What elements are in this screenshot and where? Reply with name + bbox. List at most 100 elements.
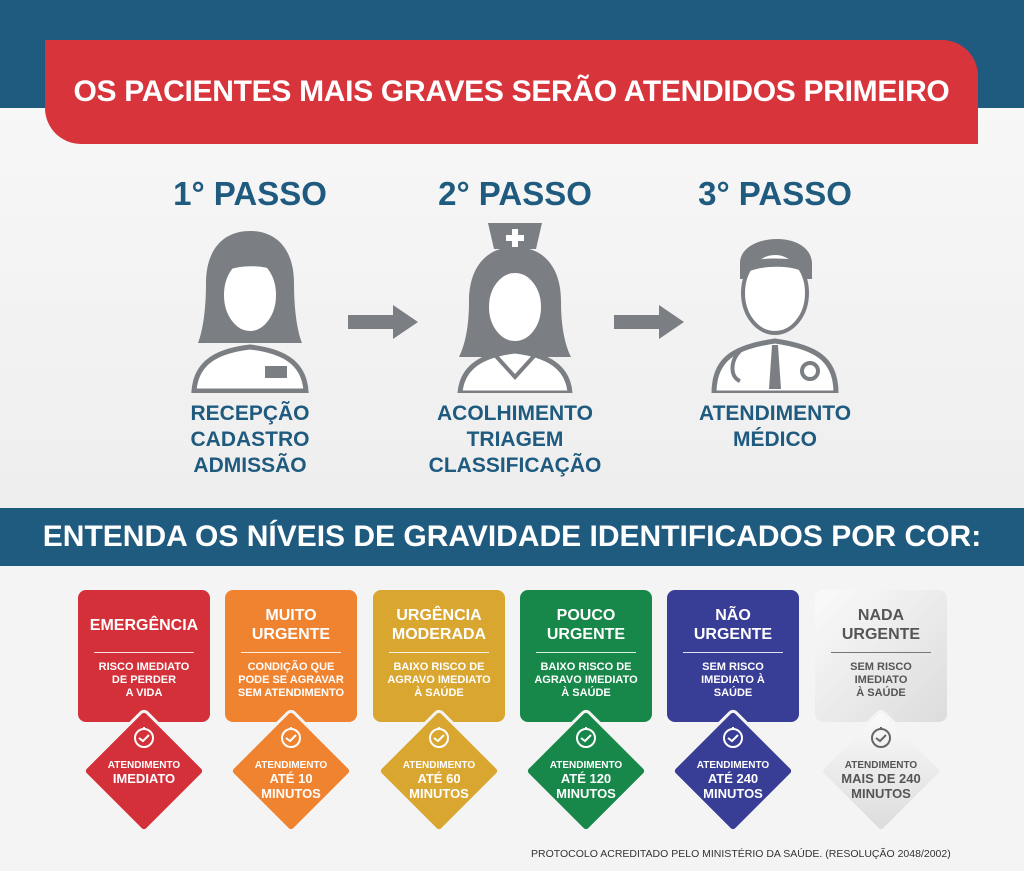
- text-line: URGENTE: [251, 626, 331, 643]
- text-line: SEM ATENDIMENTO: [237, 687, 345, 699]
- clock-icon: [871, 727, 891, 748]
- text-line: MINUTOS: [556, 786, 616, 801]
- text-line: ATÉ 60: [417, 771, 461, 786]
- text-line: EMERGÊNCIA: [89, 616, 199, 634]
- level-name: POUCO URGENTE: [520, 606, 652, 644]
- text-line: ATÉ 120: [560, 771, 612, 786]
- receptionist-icon: [191, 231, 309, 393]
- level-name: EMERGÊNCIA: [78, 606, 210, 644]
- text-line: URGENTE: [546, 626, 626, 643]
- text-line: MAIS DE 240: [841, 771, 921, 786]
- text-line: AGRAVO IMEDIATO: [387, 674, 491, 686]
- divider: [389, 652, 489, 653]
- text-line: MUITO: [265, 607, 317, 624]
- step-3: 3° PASSO ATENDIMENTO MÉDICO: [645, 175, 905, 453]
- step-line: ATENDIMENTO: [698, 402, 852, 425]
- text-line: SEM RISCO: [850, 661, 912, 673]
- text-line: MINUTOS: [851, 786, 911, 801]
- text-line: IMEDIATO À: [701, 674, 765, 686]
- text-line: ATÉ 10: [269, 771, 313, 786]
- main-title-banner: OS PACIENTES MAIS GRAVES SERÃO ATENDIDOS…: [45, 40, 978, 144]
- text-line: ATÉ 240: [707, 771, 759, 786]
- text-line: IMEDIATO: [854, 674, 908, 686]
- text-line: MODERADA: [391, 626, 487, 643]
- step-title: 1° PASSO: [173, 175, 327, 212]
- levels-title: ENTENDA OS NÍVEIS DE GRAVIDADE IDENTIFIC…: [42, 520, 982, 553]
- clock-icon: [281, 727, 301, 748]
- text-line: À SAÚDE: [414, 687, 464, 699]
- arrow-right-icon: [614, 305, 684, 339]
- step-line: ACOLHIMENTO: [437, 402, 593, 425]
- divider: [241, 652, 341, 653]
- text-line: NADA: [857, 607, 905, 624]
- text-line: SEM RISCO: [702, 661, 764, 673]
- wait-label: ATENDIMENTO: [254, 760, 328, 771]
- step-title: 2° PASSO: [438, 175, 592, 212]
- step-title: 3° PASSO: [698, 175, 852, 212]
- wait-label: ATENDIMENTO: [402, 760, 476, 771]
- text-line: DE PERDER: [111, 674, 177, 686]
- clock-icon: [429, 727, 449, 748]
- text-line: MINUTOS: [703, 786, 763, 801]
- step-label: ATENDIMENTO MÉDICO: [645, 401, 905, 453]
- divider: [831, 652, 931, 653]
- step-line: MÉDICO: [733, 428, 817, 451]
- level-name: URGÊNCIA MODERADA: [373, 606, 505, 644]
- level-name: NÃO URGENTE: [667, 606, 799, 644]
- clock-icon: [576, 727, 596, 748]
- wait-label: ATENDIMENTO: [107, 760, 181, 771]
- step-line: CLASSIFICAÇÃO: [428, 454, 602, 477]
- divider: [683, 652, 783, 653]
- text-line: RISCO IMEDIATO: [98, 661, 190, 673]
- step-line: ADMISSÃO: [193, 454, 307, 477]
- text-line: URGENTE: [693, 626, 773, 643]
- step-line: TRIAGEM: [466, 428, 564, 451]
- text-line: A VIDA: [125, 687, 163, 699]
- levels-title-band: ENTENDA OS NÍVEIS DE GRAVIDADE IDENTIFIC…: [0, 508, 1024, 566]
- doctor-icon: [711, 238, 839, 393]
- step-2: 2° PASSO ACOLHIMENTO TRIAGEM CLASSIFICAÇÃO: [385, 175, 645, 479]
- divider: [94, 652, 194, 653]
- nurse-icon: [457, 223, 573, 393]
- text-line: MINUTOS: [409, 786, 469, 801]
- text-line: POUCO: [556, 607, 616, 624]
- wait-time: IMEDIATO: [78, 771, 210, 786]
- wait-label: ATENDIMENTO: [696, 760, 770, 771]
- wait-time-diamond: ATENDIMENTO IMEDIATO: [78, 705, 210, 837]
- text-line: NÃO: [715, 607, 751, 624]
- text-line: SAÚDE: [713, 687, 753, 699]
- divider: [536, 652, 636, 653]
- text-line: À SAÚDE: [856, 687, 906, 699]
- footer-note: PROTOCOLO ACREDITADO PELO MINISTÉRIO DA …: [531, 848, 951, 860]
- arrow-right-icon: [348, 305, 418, 339]
- main-title: OS PACIENTES MAIS GRAVES SERÃO ATENDIDOS…: [73, 75, 950, 108]
- text-line: BAIXO RISCO DE: [393, 661, 485, 673]
- text-line: BAIXO RISCO DE: [540, 661, 632, 673]
- clock-icon: [723, 727, 743, 748]
- text-line: URGÊNCIA: [396, 607, 482, 624]
- step-line: RECEPÇÃO: [190, 402, 310, 425]
- text-line: PODE SE AGRAVAR: [238, 674, 344, 686]
- clock-icon: [134, 727, 154, 748]
